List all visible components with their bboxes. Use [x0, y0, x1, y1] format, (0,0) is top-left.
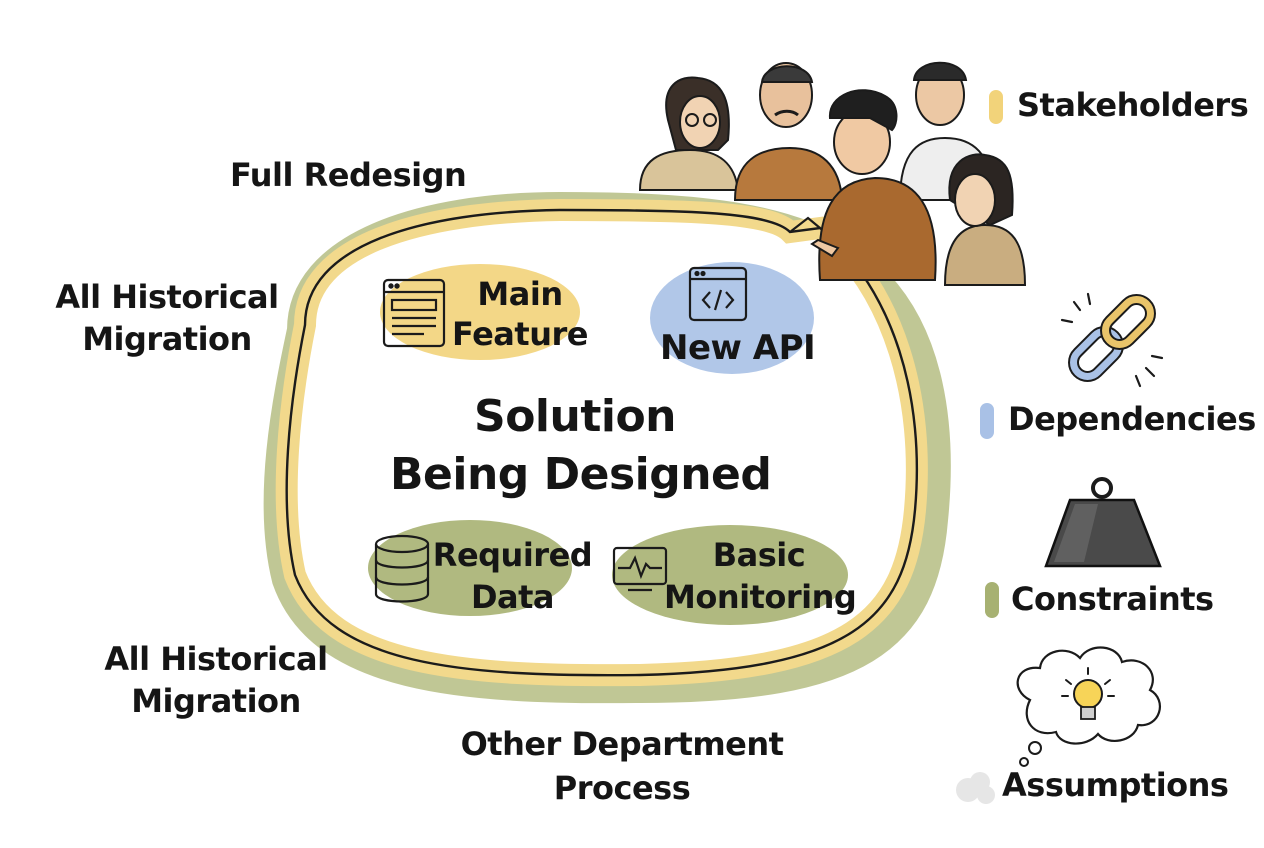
stakeholders-marker: [989, 90, 1003, 124]
assumptions-marker: [956, 772, 995, 804]
stakeholders-group-icon: [638, 61, 1027, 286]
historical-migration-top-label: All Historical Migration: [52, 276, 282, 360]
required-data-label: Required Data: [430, 534, 595, 618]
new-api-line1: New API: [660, 328, 816, 368]
full-redesign-label: Full Redesign: [230, 156, 467, 194]
other-department-line1: Other Department: [460, 725, 784, 763]
basic-monitoring-line2: Monitoring: [664, 578, 857, 616]
main-feature-line1: Main: [477, 275, 563, 313]
other-department-label: Other Department Process: [450, 722, 794, 810]
legend-dependencies-label: Dependencies: [1008, 400, 1256, 438]
historical-migration-top-line2: Migration: [82, 320, 252, 358]
required-data-blob: [368, 520, 572, 616]
lightbulb-thought-icon: [1016, 646, 1161, 767]
other-department-line2: Process: [553, 769, 691, 807]
dependencies-marker: [980, 403, 994, 439]
main-feature-blob: [380, 264, 580, 360]
solution-title: Solution Being Designed: [390, 388, 772, 504]
basic-monitoring-line1: Basic: [712, 536, 806, 574]
code-window-icon: [688, 266, 748, 322]
browser-window-icon: [382, 278, 446, 348]
legend-constraints-label: Constraints: [1011, 580, 1214, 618]
required-data-line2: Data: [470, 578, 555, 616]
required-data-line1: Required: [432, 536, 593, 574]
historical-migration-bottom-label: All Historical Migration: [100, 638, 332, 722]
historical-migration-top-line1: All Historical: [55, 278, 279, 316]
main-feature-line2: Feature: [452, 315, 588, 353]
solution-line1: Solution: [474, 391, 677, 442]
historical-migration-bottom-line1: All Historical: [104, 640, 328, 678]
legend-stakeholders-label: Stakeholders: [1017, 86, 1249, 124]
basic-monitoring-label: Basic Monitoring: [664, 534, 857, 618]
scope-tail: [789, 216, 821, 233]
constraints-marker: [985, 582, 999, 618]
new-api-label: New API: [660, 328, 816, 369]
pulse-monitor-icon: [612, 546, 668, 592]
legend-assumptions-label: Assumptions: [1002, 766, 1229, 804]
database-icon: [374, 534, 430, 603]
historical-migration-bottom-line2: Migration: [131, 682, 301, 720]
chain-link-icon: [1060, 292, 1164, 388]
main-feature-label: Main Feature: [450, 274, 590, 354]
solution-line2: Being Designed: [390, 449, 772, 500]
basic-monitoring-blob: [612, 525, 848, 625]
scope-ink-outline: [285, 208, 919, 677]
weight-icon: [1044, 477, 1162, 568]
